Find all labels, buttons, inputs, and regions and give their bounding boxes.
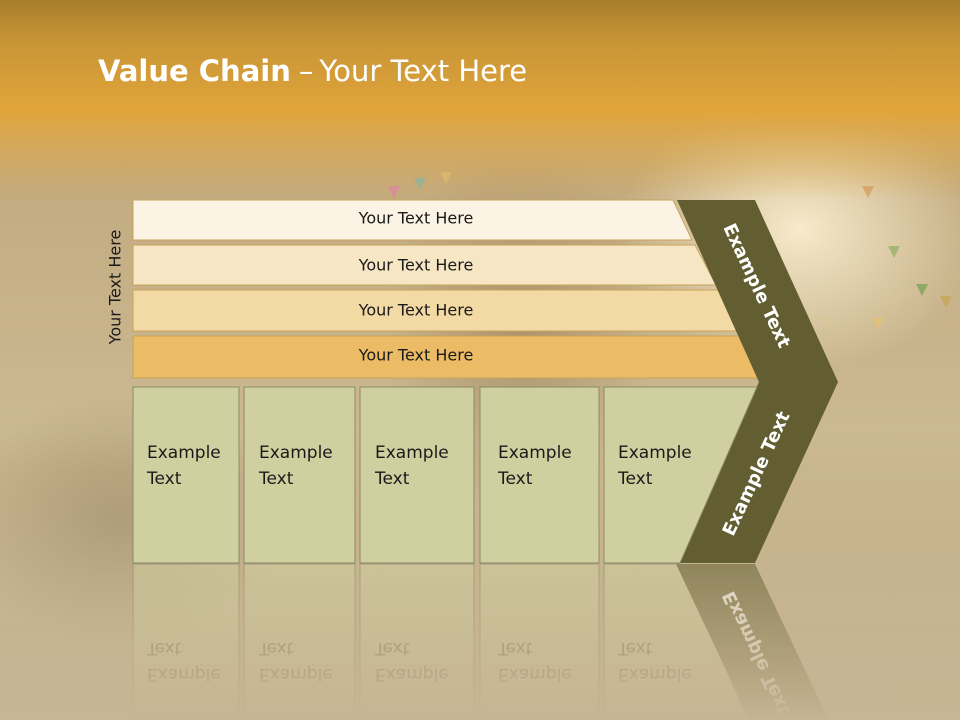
bunting-flag [862, 186, 874, 198]
reflection-text: Text [617, 638, 653, 658]
box-2-line1: Example [259, 443, 333, 463]
reflection-text: Text [258, 638, 294, 658]
bunting-flag [440, 172, 452, 184]
arrow-upper [677, 200, 838, 382]
reflection: Example Text Example Text Example Text E… [132, 563, 829, 720]
bar-3-label: Your Text Here [358, 301, 474, 320]
bar-2-label: Your Text Here [358, 256, 474, 275]
box-4 [479, 386, 600, 564]
reflection-box [359, 563, 475, 720]
reflection-text: Text [374, 638, 410, 658]
box-1 [132, 386, 240, 564]
box-3-line1: Example [375, 443, 449, 463]
title-rest: Your Text Here [319, 54, 528, 88]
bunting-flag [822, 316, 834, 328]
title-bold: Value Chain [98, 54, 291, 88]
bunting-flag [916, 284, 928, 296]
reflection-text: Text [497, 638, 533, 658]
title-band [0, 0, 960, 200]
box-5-line1: Example [618, 443, 692, 463]
bar-1 [132, 199, 693, 241]
bars-group: Your Text Here Your Text Here Your Text … [132, 199, 764, 379]
bunting-flag [388, 186, 400, 198]
box-4-line1: Example [498, 443, 572, 463]
title-dash: – [298, 54, 314, 88]
bunting-flag [872, 318, 884, 330]
reflection-text: Example [375, 664, 449, 684]
reflection-text: Example [147, 664, 221, 684]
reflection-box [243, 563, 356, 720]
box-2-line2: Text [258, 469, 294, 489]
box-1-line2: Text [146, 469, 182, 489]
boxes-group: Example Text Example Text Example Text E… [132, 386, 758, 564]
reflection-text: Example [498, 664, 572, 684]
bar-4-label: Your Text Here [358, 346, 474, 365]
box-1-line1: Example [147, 443, 221, 463]
bunting-flag [940, 296, 952, 308]
box-3 [359, 386, 475, 564]
slide-title: Value Chain–Your Text Here [98, 54, 527, 88]
bar-1-label: Your Text Here [358, 209, 474, 228]
arrow-lower [676, 382, 838, 563]
reflection-box [132, 563, 240, 720]
box-2 [243, 386, 356, 564]
reflection-arrow [676, 564, 829, 720]
reflection-text: Example [259, 664, 333, 684]
reflection-text: Text [146, 638, 182, 658]
box-5-line2: Text [617, 469, 653, 489]
bunting-flag [414, 178, 426, 190]
bunting-flag [888, 246, 900, 258]
reflection-box [479, 563, 600, 720]
box-3-line2: Text [374, 469, 410, 489]
box-4-line2: Text [497, 469, 533, 489]
box-5 [603, 386, 758, 564]
reflection-text: Example [618, 664, 692, 684]
